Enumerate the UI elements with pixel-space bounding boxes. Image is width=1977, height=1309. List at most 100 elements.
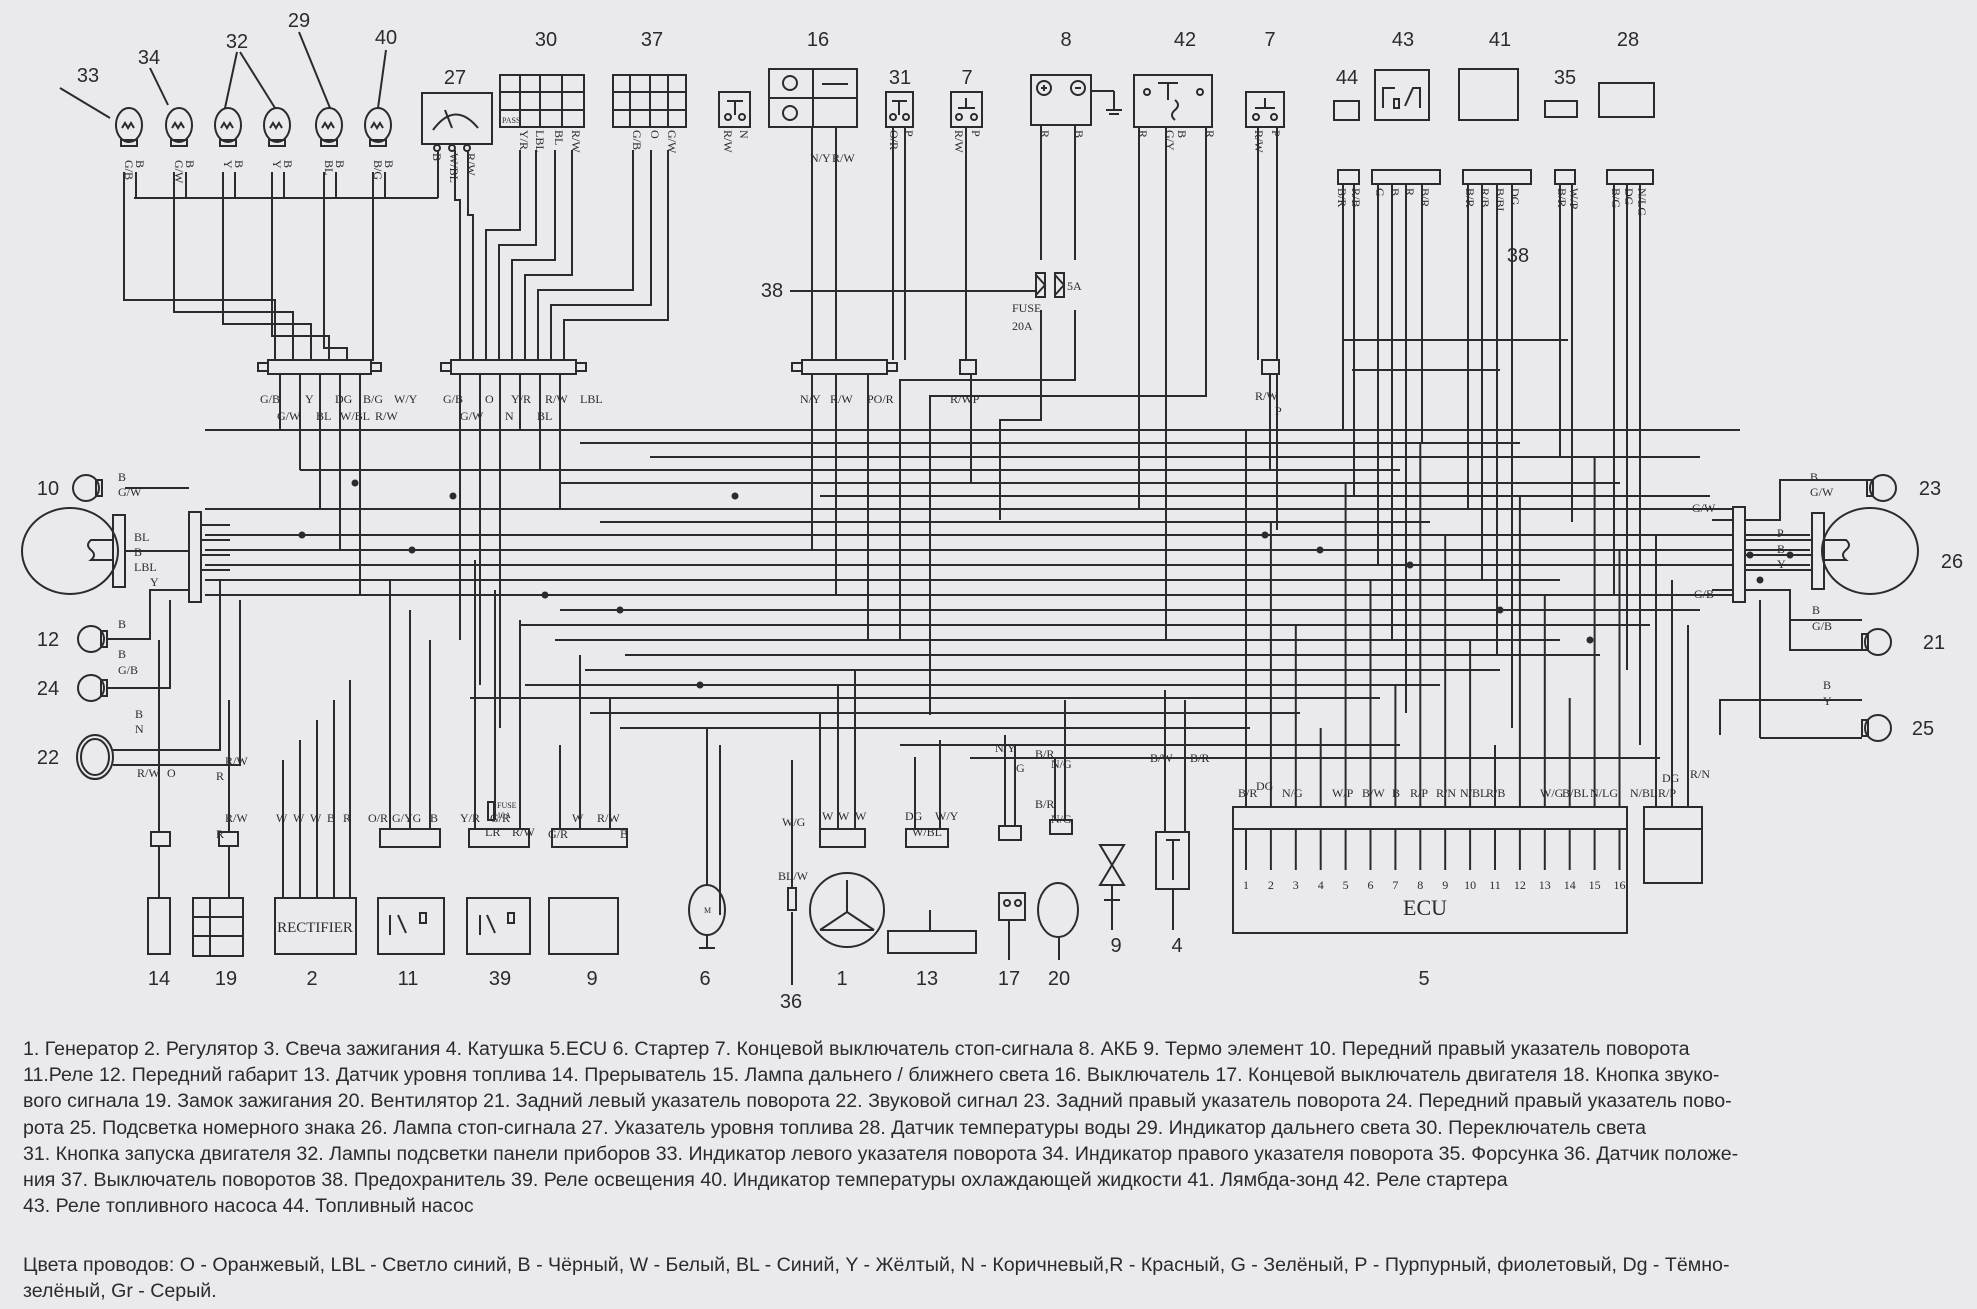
ecu-pin-number: 1	[1243, 878, 1249, 892]
light-switch-icon: PASS	[499, 74, 585, 128]
wire-label: N/Y	[995, 741, 1016, 755]
wire-label: P	[1777, 526, 1784, 540]
label-34: 34	[138, 47, 160, 69]
horn-button-icon	[718, 91, 751, 128]
wire-junction	[1756, 576, 1764, 584]
label-5: 5	[1418, 968, 1429, 990]
bulb-icon-33	[115, 107, 143, 147]
label-11: 11	[398, 968, 419, 990]
wire-label: W/G	[782, 815, 806, 829]
main-switch-icon	[768, 68, 858, 128]
fuse-icon: FUSE 20A 5A	[1012, 272, 1082, 333]
ecu-label: ECU	[1403, 895, 1447, 920]
wire-junction	[1316, 546, 1324, 554]
stop-lamp-icon	[1811, 507, 1919, 595]
wire-label: B	[118, 647, 126, 661]
fuel-level-sensor-icon	[887, 910, 977, 954]
wire-label: N	[505, 409, 514, 423]
horn-icon	[76, 734, 114, 780]
label-8: 8	[1060, 29, 1071, 51]
interrupter-icon	[147, 897, 171, 955]
wire-label: B	[1812, 603, 1820, 617]
wire-junction	[541, 591, 549, 599]
bulb-icon-32b	[263, 107, 291, 147]
bulb-icon-32a	[214, 107, 242, 147]
wire-label: B	[134, 545, 142, 559]
wire-label: W/Y	[394, 392, 418, 406]
wire-label: R/W	[1255, 389, 1278, 403]
battery-icon	[1030, 74, 1122, 126]
connectors	[150, 169, 1746, 848]
thermo-element-block-icon	[548, 897, 619, 955]
fuel-pump-icon	[1333, 100, 1360, 121]
wire-label: B	[133, 160, 147, 168]
wire	[1745, 479, 1867, 521]
wire-label: N/Y	[800, 392, 821, 406]
wire-label: R/W	[137, 766, 160, 780]
label-24: 24	[37, 678, 59, 700]
ecu-pin-number: 11	[1489, 878, 1501, 892]
label-17: 17	[998, 968, 1020, 990]
front-left-turn-bulb-icon	[77, 674, 108, 702]
ecu-pin-number: 10	[1464, 878, 1476, 892]
wire-label: B/G	[363, 392, 383, 406]
wire-label: W	[310, 811, 322, 825]
ecu-pin-number: 5	[1343, 878, 1349, 892]
wire-label: LR	[485, 825, 500, 839]
wire-label: B	[1777, 542, 1785, 556]
wire-label: N/LG	[1635, 188, 1649, 216]
wire-label: W/Y	[935, 809, 959, 823]
wire-junction	[408, 546, 416, 554]
lambda-sensor-icon	[1458, 68, 1519, 121]
wire-label: LBL	[533, 130, 547, 153]
label-20: 20	[1048, 968, 1070, 990]
wire-label: G/W	[172, 160, 186, 184]
wire-junction	[731, 492, 739, 500]
wire-label: B	[232, 160, 246, 168]
wire-label: R/W	[832, 151, 855, 165]
wire	[222, 172, 312, 360]
wire-label: B	[118, 470, 126, 484]
label-35: 35	[1554, 67, 1576, 89]
wire-label: N/BL	[1460, 786, 1487, 800]
wire-label: B/R	[1238, 786, 1257, 800]
fuse-small-rating-label: 5A	[1067, 279, 1082, 293]
wire	[107, 589, 189, 640]
wire-label: R/B	[1486, 786, 1505, 800]
label-21: 21	[1923, 632, 1945, 654]
brake-switch-icon	[950, 91, 983, 128]
wire-label: N/G	[1282, 786, 1303, 800]
wire-label: N	[135, 722, 144, 736]
wire-junction	[449, 492, 457, 500]
top-devices: PASS FUSE 20A 5A	[421, 68, 1655, 333]
wire-label: R	[216, 769, 224, 783]
wire-label: Y	[1823, 694, 1832, 708]
color-legend-line: зелёный, Gr - Серый.	[23, 1280, 217, 1302]
wire-junction	[1261, 531, 1269, 539]
bulb-icon-34	[165, 107, 193, 147]
wire-label: R/B	[1478, 188, 1492, 207]
wire-label: G/W	[1692, 501, 1716, 515]
generator-icon	[809, 872, 885, 948]
wire-label: R/N	[1690, 767, 1710, 781]
rectifier-icon: RECTIFIER	[274, 897, 357, 955]
wire-label: R/W	[597, 811, 620, 825]
label-29: 29	[288, 10, 310, 32]
wire-label: P	[1275, 404, 1282, 418]
wire-label: N/LG	[1590, 786, 1618, 800]
fan-icon	[1037, 882, 1079, 938]
wire-label: Y	[150, 575, 159, 589]
wire-label: G/Y	[1163, 130, 1177, 151]
legend-line: 43. Реле топливного насоса 44. Топливный…	[23, 1195, 474, 1218]
wire-label: N/Y	[810, 151, 831, 165]
wire-label: DG	[1662, 771, 1680, 785]
wire-label: R	[1038, 130, 1052, 138]
rear-lamps: 23 26 21 25	[1811, 474, 1963, 742]
wire-label: DG	[1256, 779, 1274, 793]
wire-label: W/BL	[447, 153, 461, 183]
injector-icon	[1544, 100, 1578, 118]
bulb-icon-40	[364, 107, 392, 147]
indicator-bulbs	[115, 107, 392, 147]
label-7-rear: 7	[1264, 29, 1275, 51]
